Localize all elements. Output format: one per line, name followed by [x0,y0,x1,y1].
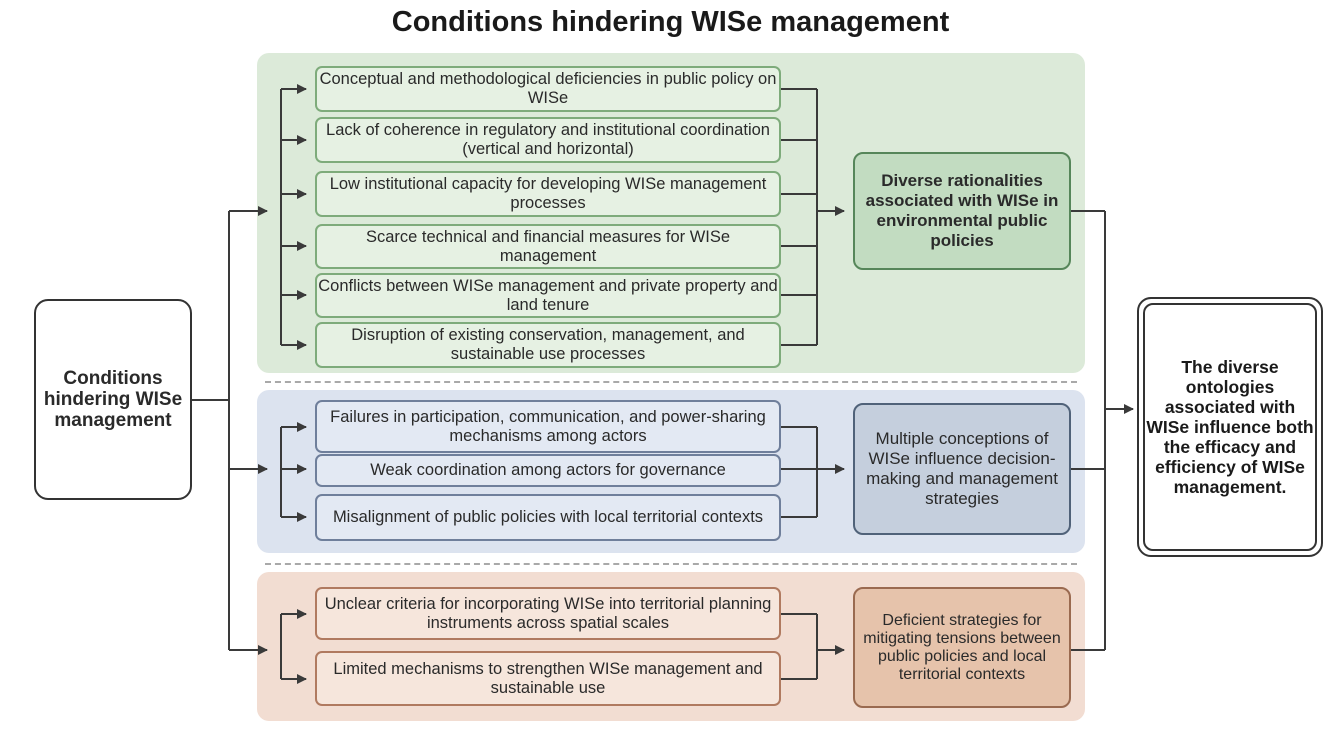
diagram-title: Conditions hindering WISe management [391,6,950,38]
condition-item: Low institutional capacity for developin… [315,171,781,217]
condition-item: Failures in participation, communication… [315,400,781,453]
group-summary-box: Diverse rationalities associated with WI… [853,152,1071,270]
condition-item: Conflicts between WISe management and pr… [315,273,781,318]
condition-item: Conceptual and methodological deficienci… [315,66,781,112]
root-condition-box: Conditions hindering WISe management [34,299,192,500]
group-summary-box: Deficient strategies for mitigating tens… [853,587,1071,708]
condition-item: Limited mechanisms to strengthen WISe ma… [315,651,781,706]
outcome-box: The diverse ontologies associated with W… [1137,297,1323,557]
condition-item: Misalignment of public policies with loc… [315,494,781,541]
dashed-separator [265,381,1077,383]
condition-item: Scarce technical and financial measures … [315,224,781,269]
condition-item: Unclear criteria for incorporating WISe … [315,587,781,640]
condition-item: Weak coordination among actors for gover… [315,454,781,487]
condition-item: Lack of coherence in regulatory and inst… [315,117,781,163]
dashed-separator [265,563,1077,565]
condition-item: Disruption of existing conservation, man… [315,322,781,368]
outcome-text: The diverse ontologies associated with W… [1143,303,1317,551]
group-summary-box: Multiple conceptions of WISe influence d… [853,403,1071,535]
